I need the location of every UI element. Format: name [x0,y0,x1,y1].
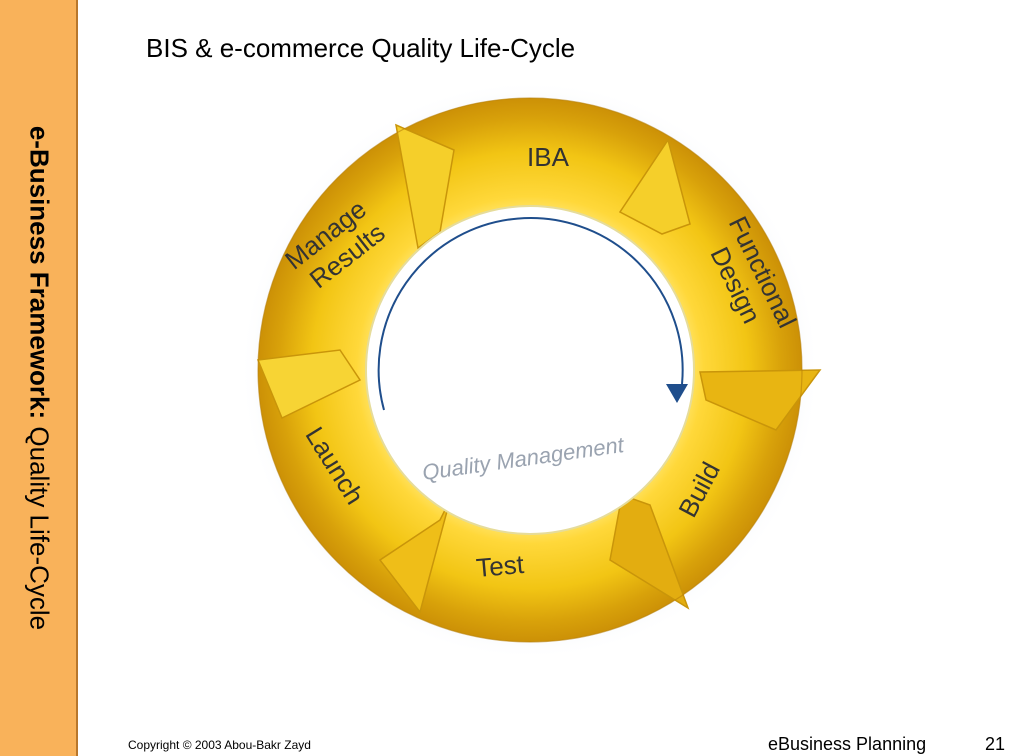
cycle-arrow-path [377,217,684,411]
cycle-ring [256,97,822,643]
footer-page-number: 21 [985,734,1006,754]
sidebar: e-Business Framework: Quality Life-Cycle [0,0,78,756]
stage-label-iba: IBA [527,142,570,172]
footer-copyright: Copyright © 2003 Abou-Bakr Zayd [128,738,311,752]
ring-inner [365,205,695,535]
slide-title: BIS & e-commerce Quality Life-Cycle [146,33,576,63]
stage-label-test: Test [475,549,526,583]
arrow-head-functional [618,138,691,235]
arrow-head-build [699,369,822,431]
cycle-arrow-head-icon [666,384,688,403]
footer-deck-name: eBusiness Planning [768,734,927,754]
arrow-head-manage [256,349,362,420]
ring-outer-edge [257,97,803,643]
